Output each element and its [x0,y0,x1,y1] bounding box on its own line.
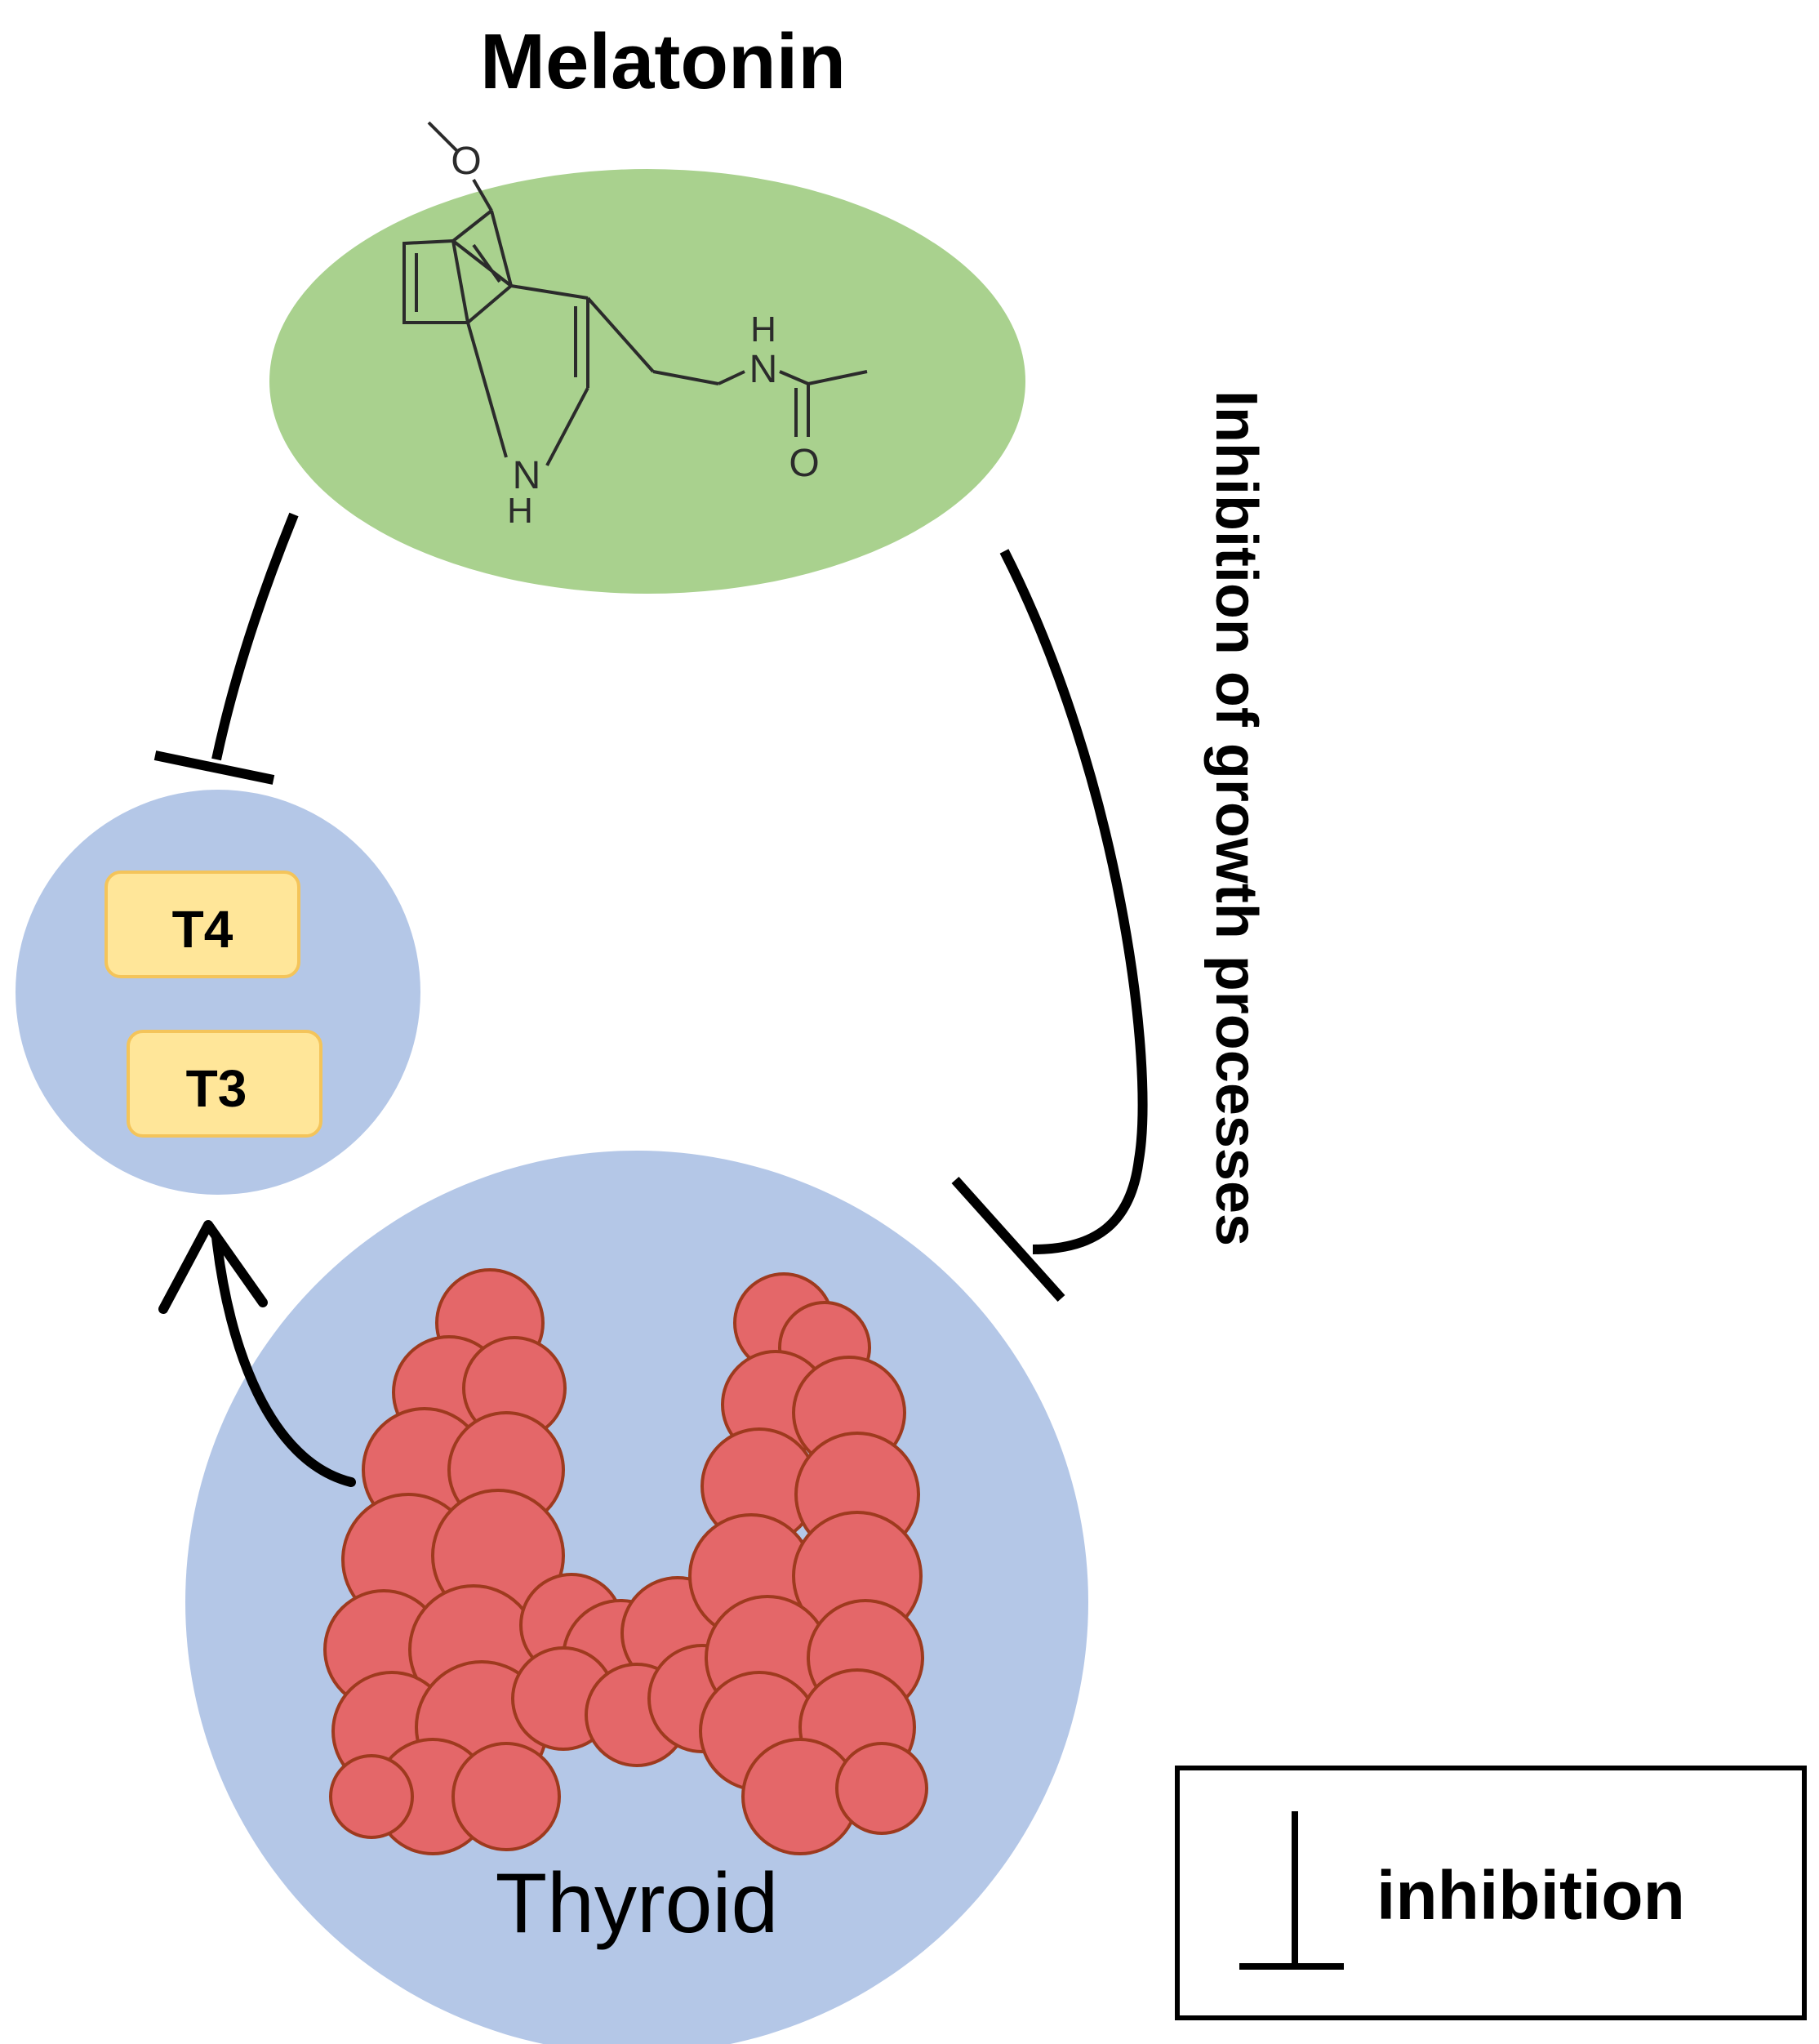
inhibition-arrow-thyroid [951,549,1148,1303]
legend-box [1175,1766,1807,2020]
melatonin-ellipse [269,169,1025,594]
side-label: Inhibition of growth processes [1203,390,1269,1246]
melatonin-atom-labels: O H N O N H [451,140,819,531]
hormone-badge-t3: T3 [127,1030,322,1138]
hormone-badge-t4: T4 [105,871,300,978]
atom-h-indole: H [507,491,533,531]
atom-h-amide: H [750,309,776,350]
stimulation-arrow [158,1220,356,1487]
hormone-label-t3: T3 [186,1059,247,1118]
diagram-title: Melatonin [480,18,846,105]
hormone-label-t4: T4 [172,900,233,959]
hormone-badge-t4-bg [105,871,300,978]
melatonin-structure [402,121,868,466]
atom-o-ether: O [451,140,481,183]
legend-label: inhibition [1376,1857,1685,1934]
inhibition-arrow-hormones [153,512,299,785]
thyroid-gland [323,1268,928,1855]
atom-o-carbonyl: O [789,442,819,485]
atom-n-indole: N [513,454,541,497]
atom-n-amide: N [749,348,778,391]
thyroid-label: Thyroid [496,1856,779,1951]
legend: inhibition [1175,1766,1807,2020]
hormone-badge-t3-bg [127,1030,322,1138]
